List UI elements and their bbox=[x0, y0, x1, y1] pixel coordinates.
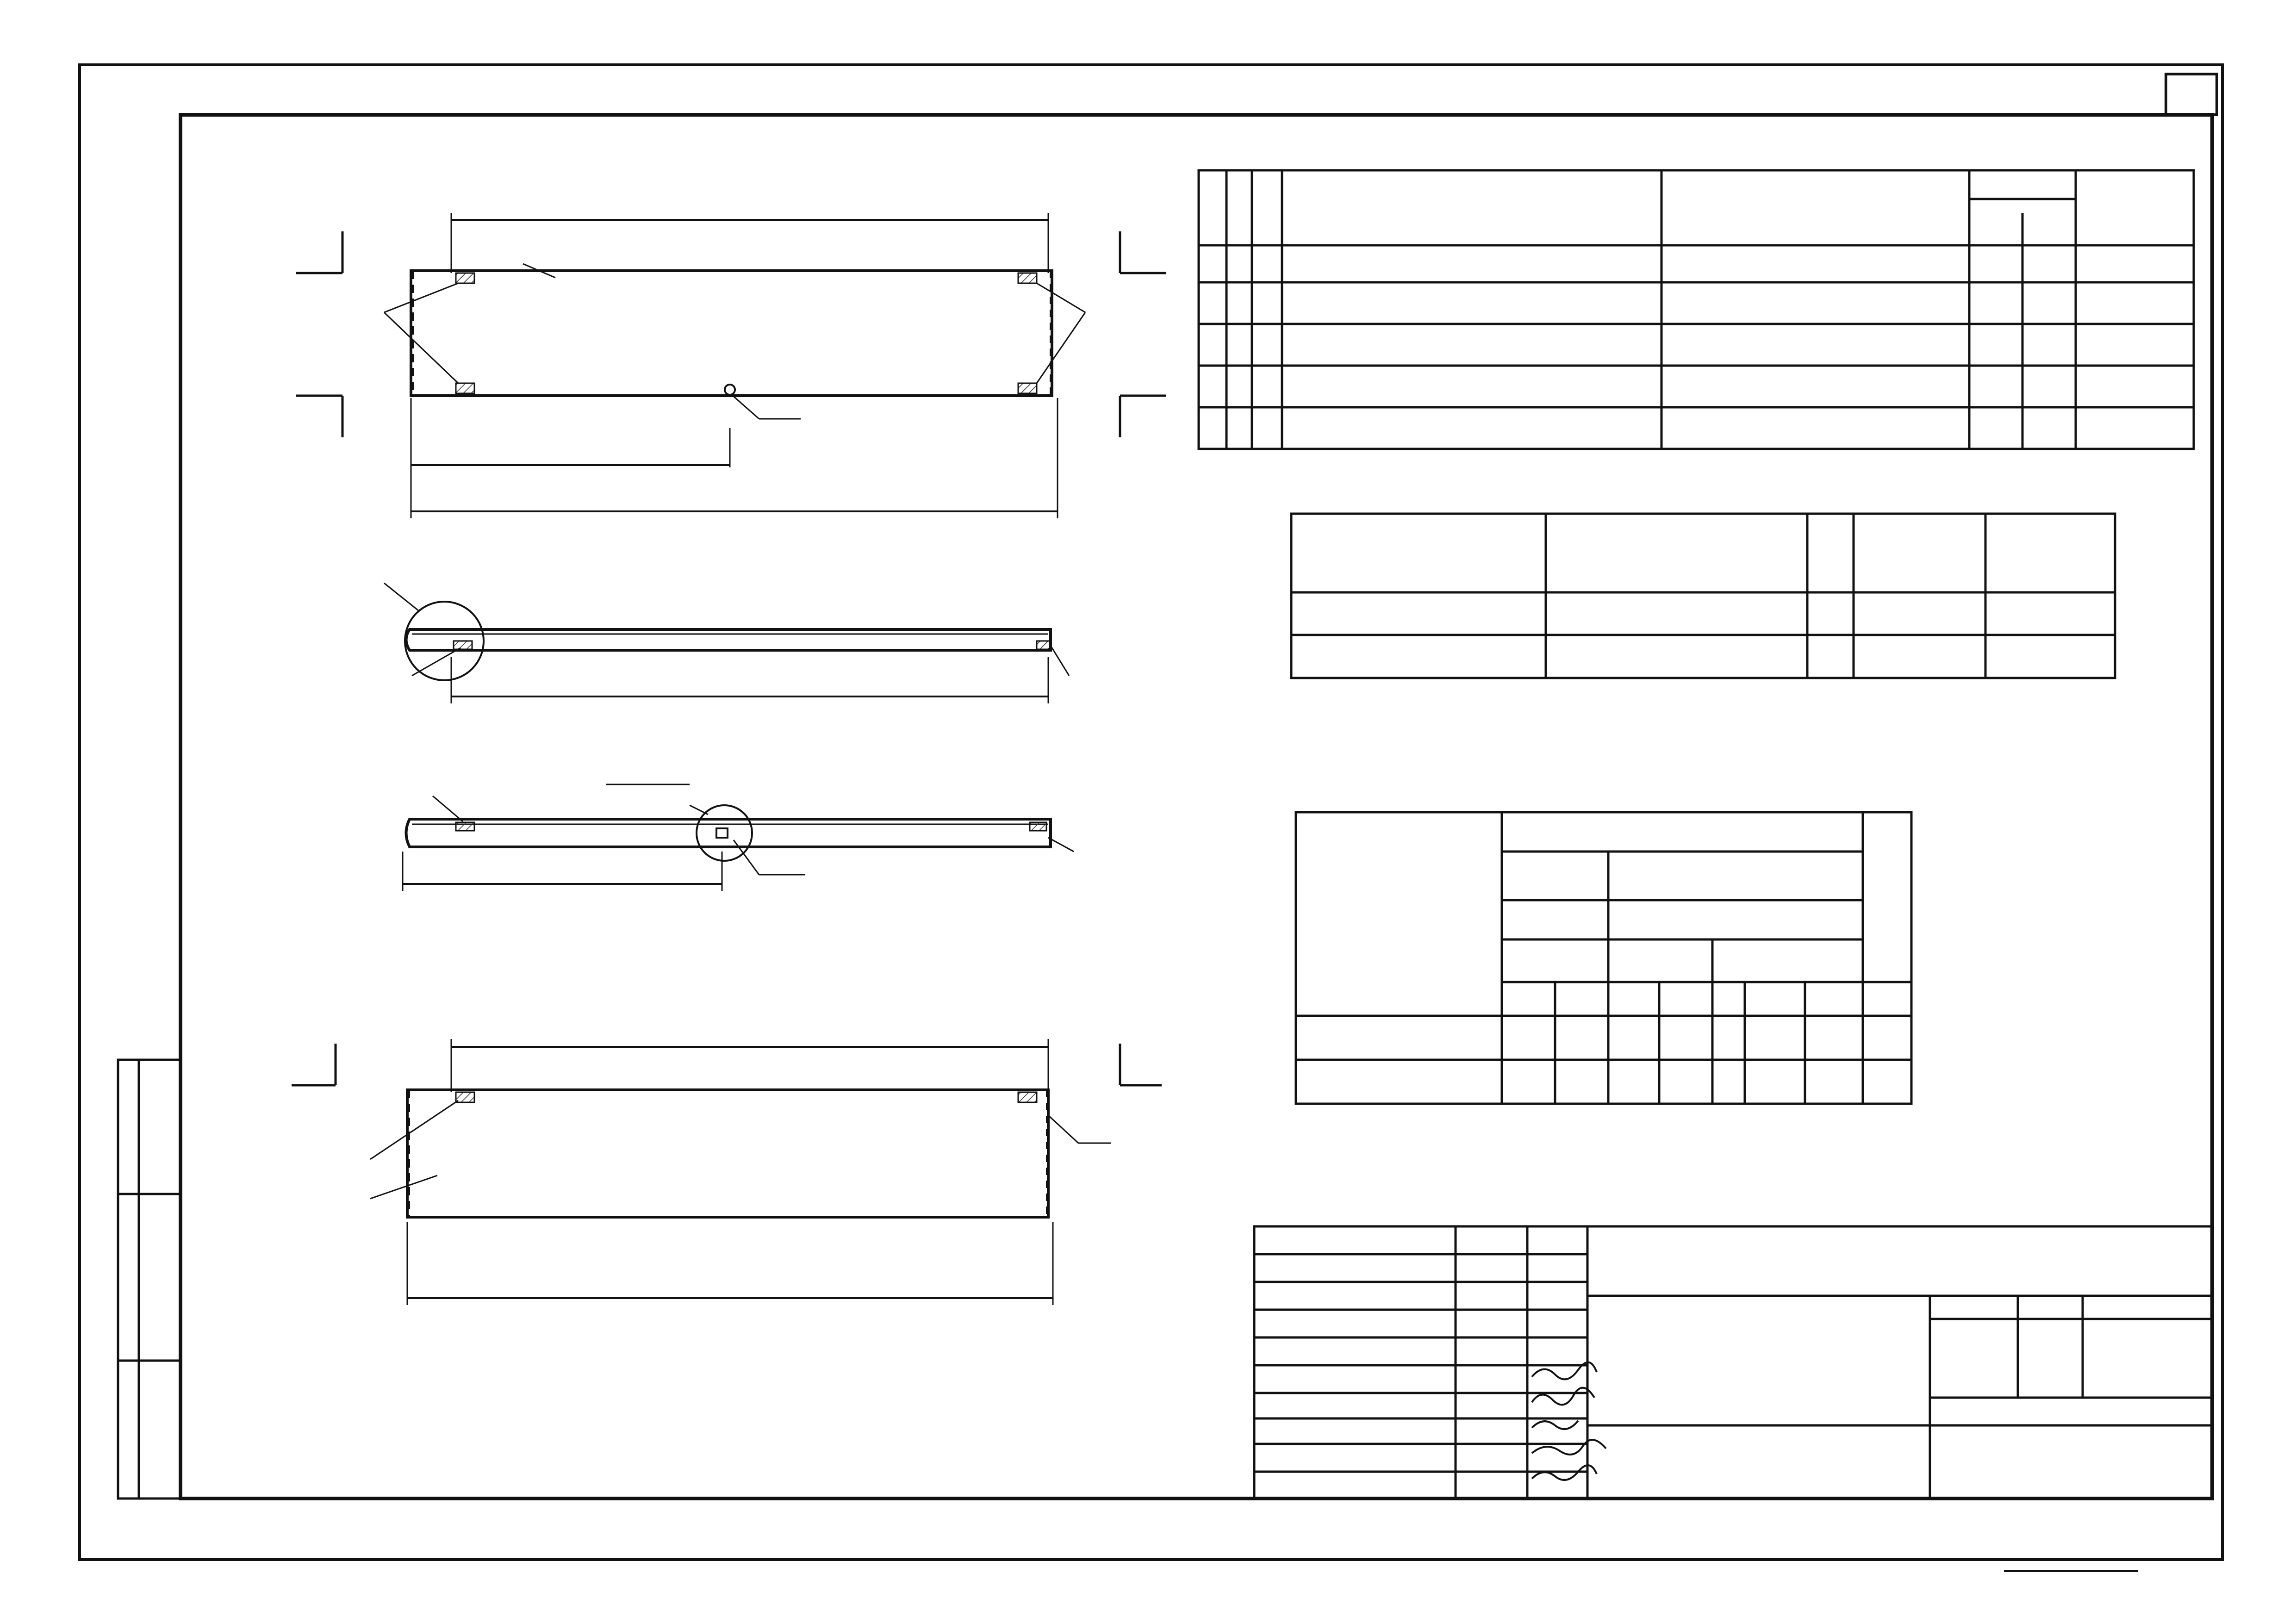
section-mark bbox=[292, 1044, 1162, 1087]
detail-node-circle bbox=[404, 601, 485, 681]
embedded-plate bbox=[1036, 640, 1051, 650]
figure-1 bbox=[296, 213, 1166, 518]
embedded-plate bbox=[455, 272, 475, 284]
side-stamp bbox=[117, 1058, 182, 1500]
embedded-detail-m9 bbox=[716, 827, 728, 839]
embedded-detail-m9 bbox=[724, 384, 736, 396]
section-1-1 bbox=[384, 582, 1070, 703]
marks-table bbox=[1290, 512, 2116, 679]
specification-table bbox=[1197, 169, 2195, 450]
sheet-outer-border bbox=[78, 63, 2224, 1561]
drawing-frame bbox=[179, 113, 2214, 1500]
signature-scribbles bbox=[1531, 1361, 1607, 1481]
figure-2-panel-outline bbox=[406, 1088, 1050, 1219]
sheet-number-box bbox=[2165, 73, 2218, 116]
figure-2 bbox=[292, 1039, 1162, 1305]
section-2-2 bbox=[402, 784, 1074, 891]
embedded-plate bbox=[453, 640, 473, 650]
detail-node-circle bbox=[696, 804, 753, 862]
embedded-plate bbox=[1017, 382, 1038, 394]
embedded-plate bbox=[455, 1091, 475, 1103]
title-block bbox=[1253, 1225, 2214, 1500]
embedded-plate bbox=[1017, 272, 1038, 284]
embedded-plate bbox=[1017, 1091, 1038, 1103]
steel-table bbox=[1294, 811, 1913, 1105]
embedded-plate bbox=[455, 821, 475, 832]
embedded-plate bbox=[1029, 821, 1047, 832]
embedded-plate bbox=[455, 382, 475, 394]
figure-1-panel-outline bbox=[410, 269, 1053, 397]
section-mark bbox=[296, 231, 1166, 437]
